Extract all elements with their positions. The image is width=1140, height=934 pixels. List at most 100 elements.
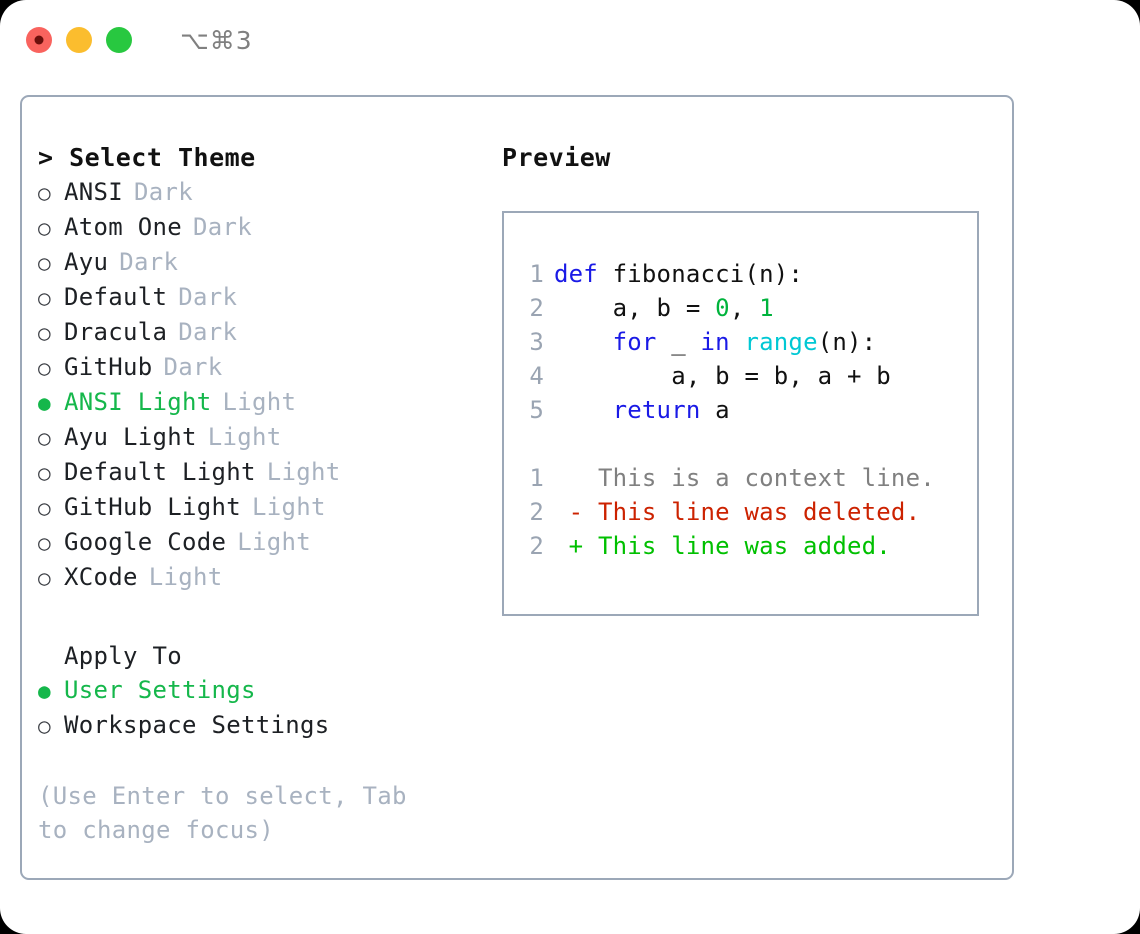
recording-indicator-icon	[34, 35, 44, 45]
code-token-plain: _	[671, 328, 701, 356]
theme-option-variant-tag: Dark	[178, 318, 238, 346]
theme-option-1[interactable]: ○ Atom One Dark	[38, 210, 488, 245]
line-number: 3	[529, 328, 544, 356]
line-number: 1	[529, 260, 544, 288]
theme-option-variant-tag: Dark	[119, 248, 179, 276]
code-token-kw: return	[554, 396, 716, 424]
preview-column: Preview 1 def fibonacci(n): 2 a, b = 0, 1 3…	[502, 141, 1002, 616]
theme-option-variant-tag: Light	[237, 528, 311, 556]
theme-option-label: Default Light	[64, 458, 256, 486]
keyboard-hint-text: (Use Enter to select, Tab to change focu…	[38, 782, 407, 844]
theme-option-label: Dracula	[64, 318, 168, 346]
theme-option-variant-tag: Light	[266, 458, 341, 486]
code-token-plain: a, b = b, a + b	[554, 362, 891, 390]
code-token-plain: (n):	[817, 328, 877, 356]
theme-option-variant-tag: Dark	[163, 353, 223, 381]
code-token-kw: for	[554, 328, 672, 356]
maximize-window-button[interactable]	[106, 27, 132, 53]
code-token-fn: range	[744, 328, 818, 356]
select-theme-heading: > Select Theme	[38, 143, 256, 172]
code-line: 2 a, b = 0, 1	[518, 291, 977, 325]
theme-option-2[interactable]: ○ Ayu Dark	[38, 245, 488, 280]
code-token-ctx: This is a context line.	[554, 464, 935, 492]
code-token-plain: fibonacci(n):	[612, 260, 804, 288]
theme-option-11[interactable]: ○ XCode Light	[38, 560, 488, 595]
apply-to-heading: Apply To	[64, 642, 182, 670]
radio-unselected-icon: ○	[38, 566, 51, 590]
code-token-del: - This line was deleted.	[554, 498, 921, 526]
code-token-plain: a	[715, 396, 730, 424]
theme-option-label: GitHub Light	[64, 493, 241, 521]
radio-selected-icon: ●	[38, 391, 51, 415]
radio-unselected-icon: ○	[38, 286, 51, 310]
window-titlebar: ⌥⌘3	[0, 0, 1140, 80]
code-token-add: + This line was added.	[554, 532, 891, 560]
line-number: 2	[529, 532, 544, 560]
theme-option-8[interactable]: ○ Default Light Light	[38, 455, 488, 490]
code-token-plain: a, b =	[554, 294, 716, 322]
syntax-highlight-sample: 1 def fibonacci(n): 2 a, b = 0, 1 3 for _ i…	[518, 257, 977, 427]
theme-option-label: Google Code	[64, 528, 227, 556]
radio-selected-icon: ●	[38, 679, 51, 703]
code-spacer	[518, 427, 977, 461]
theme-option-10[interactable]: ○ Google Code Light	[38, 525, 488, 560]
keyboard-shortcut-label: ⌥⌘3	[180, 25, 253, 55]
apply-to-option-list[interactable]: ●User Settings ○ Workspace Settings	[38, 673, 488, 743]
apply-option-1[interactable]: ○ Workspace Settings	[38, 708, 488, 743]
code-token-plain: ,	[729, 294, 760, 322]
theme-option-label: XCode	[64, 563, 138, 591]
theme-option-variant-tag: Dark	[134, 178, 193, 206]
preview-heading: Preview	[502, 143, 611, 172]
line-number: 5	[529, 396, 544, 424]
code-line: 5 return a	[518, 393, 977, 427]
theme-option-label: Default	[64, 283, 168, 311]
code-line: 4 a, b = b, a + b	[518, 359, 977, 393]
line-number: 2	[529, 498, 544, 526]
radio-unselected-icon: ○	[38, 216, 51, 240]
theme-option-variant-tag: Light	[222, 388, 297, 416]
line-number: 1	[529, 464, 544, 492]
radio-unselected-icon: ○	[38, 321, 51, 345]
diff-line: 1 This is a context line.	[518, 461, 977, 495]
close-window-button[interactable]	[26, 27, 52, 53]
theme-option-4[interactable]: ○ Dracula Dark	[38, 315, 488, 350]
theme-option-6[interactable]: ● ANSI Light Light	[38, 385, 488, 420]
radio-unselected-icon: ○	[38, 531, 51, 555]
theme-option-9[interactable]: ○ GitHub Light Light	[38, 490, 488, 525]
theme-option-5[interactable]: ○ GitHub Dark	[38, 350, 488, 385]
diff-sample: 1 This is a context line. 2 - This line w…	[518, 461, 977, 563]
theme-option-label: ANSI Light	[64, 388, 212, 416]
radio-unselected-icon: ○	[38, 426, 51, 450]
radio-unselected-icon: ○	[38, 356, 51, 380]
theme-option-label: GitHub	[64, 353, 153, 381]
radio-unselected-icon: ○	[38, 496, 51, 520]
theme-option-variant-tag: Light	[207, 423, 282, 451]
theme-option-label: Ayu Light	[64, 423, 197, 451]
radio-unselected-icon: ○	[38, 461, 51, 485]
theme-option-3[interactable]: ○ Default Dark	[38, 280, 488, 315]
theme-option-variant-tag: Light	[148, 563, 223, 591]
radio-unselected-icon: ○	[38, 714, 51, 738]
code-token-num: 1	[759, 294, 774, 322]
apply-option-0[interactable]: ●User Settings	[38, 673, 488, 708]
apply-option-label: Workspace Settings	[64, 711, 330, 739]
code-token-kw: in	[700, 328, 745, 356]
apply-to-group: Apply To ●User Settings ○ Workspace Settin…	[38, 639, 488, 743]
theme-option-variant-tag: Dark	[193, 213, 252, 241]
code-line: 1 def fibonacci(n):	[518, 257, 977, 291]
theme-option-label: Atom One	[64, 213, 182, 241]
line-number: 2	[529, 294, 544, 322]
radio-unselected-icon: ○	[38, 251, 51, 275]
code-token-kw: def	[554, 260, 613, 288]
minimize-window-button[interactable]	[66, 27, 92, 53]
diff-line: 2 + This line was added.	[518, 529, 977, 563]
theme-option-label: Ayu	[64, 248, 109, 276]
theme-option-variant-tag: Light	[252, 493, 326, 521]
theme-option-variant-tag: Dark	[178, 283, 238, 311]
theme-option-7[interactable]: ○ Ayu Light Light	[38, 420, 488, 455]
